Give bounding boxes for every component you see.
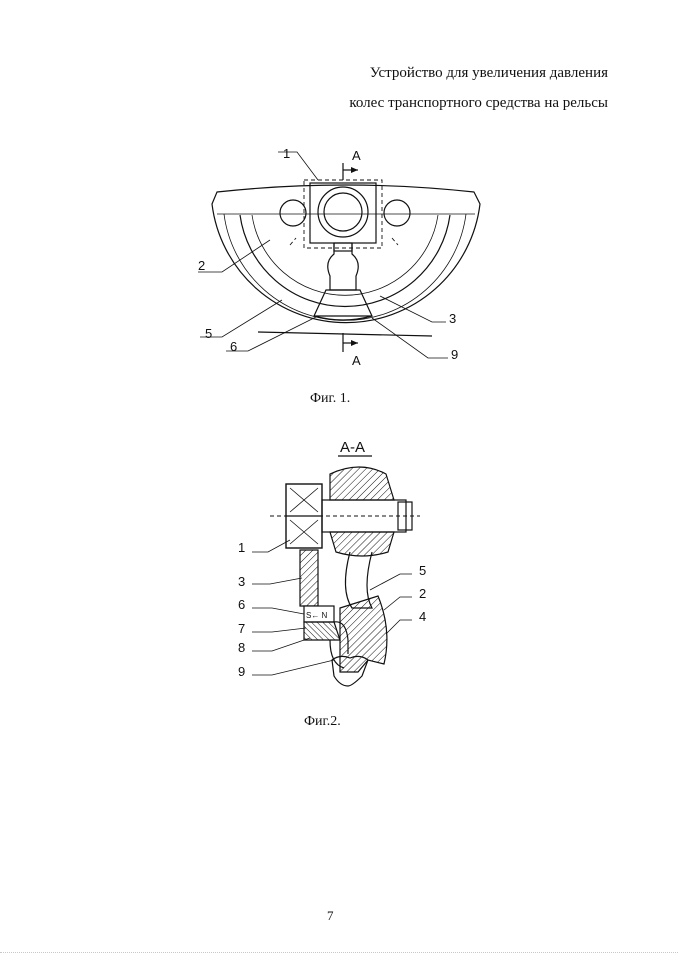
wheel-tread-line — [223, 213, 467, 321]
wheel-disc-line — [251, 214, 439, 296]
fig2-label-1: 1 — [238, 540, 245, 555]
axle-outer — [317, 186, 369, 238]
fig2-leader-7 — [252, 627, 307, 633]
axle-inner — [323, 192, 363, 232]
arrow-head-bottom — [351, 340, 358, 346]
fig2-leader-6 — [252, 607, 305, 615]
leader-9 — [371, 317, 448, 359]
fig2-leader-1 — [252, 539, 291, 553]
leader-5 — [200, 299, 283, 338]
bracket-stem — [327, 243, 359, 291]
fig1-label-9: 9 — [451, 347, 458, 362]
hidden-line-left — [289, 237, 297, 246]
wheel-hub-top — [329, 466, 395, 501]
section-mark-bottom: А — [352, 353, 361, 368]
fig2-label-3: 3 — [238, 574, 245, 589]
figure-1: 1 2 3 5 6 9 А А — [198, 146, 481, 368]
shoe-face — [313, 315, 373, 321]
fig2-label-8: 8 — [238, 640, 245, 655]
leader-2 — [198, 239, 271, 273]
fig2-label-7: 7 — [238, 621, 245, 636]
bracket-arm — [299, 549, 319, 607]
hidden-line-right — [391, 237, 399, 246]
arrow-head-top — [351, 167, 358, 173]
fig1-label-3: 3 — [449, 311, 456, 326]
bearing-housing — [309, 182, 377, 244]
leader-1 — [278, 151, 319, 181]
rail-head — [331, 655, 369, 687]
figure-2: А-А S← N — [238, 439, 426, 687]
figure-1-caption: Фиг. 1. — [310, 391, 351, 406]
fig1-label-1: 1 — [283, 146, 290, 161]
fig2-leader-4 — [385, 619, 412, 635]
fig2-leader-8 — [252, 637, 311, 652]
leader-6 — [226, 315, 319, 352]
fig1-label-6: 6 — [230, 339, 237, 354]
scan-edge-line — [0, 952, 678, 953]
fig2-leader-2 — [383, 596, 412, 611]
fig2-label-2: 2 — [419, 586, 426, 601]
figure-2-caption: Фиг.2. — [304, 714, 341, 729]
section-mark-top: А — [352, 148, 361, 163]
wheel-hub-bottom — [329, 531, 395, 557]
fig2-label-5: 5 — [419, 563, 426, 578]
fig2-leader-5 — [369, 573, 412, 591]
magnet-pole-arc — [333, 621, 349, 654]
stem-clamp — [333, 242, 353, 252]
title-line-1: Устройство для увеличения давления — [369, 65, 608, 81]
rail-line — [257, 331, 433, 337]
title-line-2: колес транспортного средства на рельсы — [349, 95, 608, 111]
magnet-poles: S← N — [306, 611, 328, 620]
wheel-flange-line — [239, 214, 451, 308]
fig2-label-9: 9 — [238, 664, 245, 679]
bearing-cross-marks — [289, 487, 319, 545]
wheel-outer-rim — [211, 184, 481, 324]
page-number: 7 — [327, 908, 334, 923]
leader-3 — [379, 295, 446, 323]
left-bolt-hole — [279, 199, 307, 227]
right-bolt-hole — [383, 199, 411, 227]
fig2-label-6: 6 — [238, 597, 245, 612]
section-title: А-А — [340, 439, 365, 456]
magnet-shoe — [303, 621, 341, 641]
fig2-leader-3 — [252, 577, 303, 585]
fig2-leader-9 — [252, 659, 335, 676]
fig2-label-4: 4 — [419, 609, 426, 624]
wheel-rim — [339, 595, 388, 673]
fig1-label-5: 5 — [205, 326, 212, 341]
fig1-label-2: 2 — [198, 258, 205, 273]
